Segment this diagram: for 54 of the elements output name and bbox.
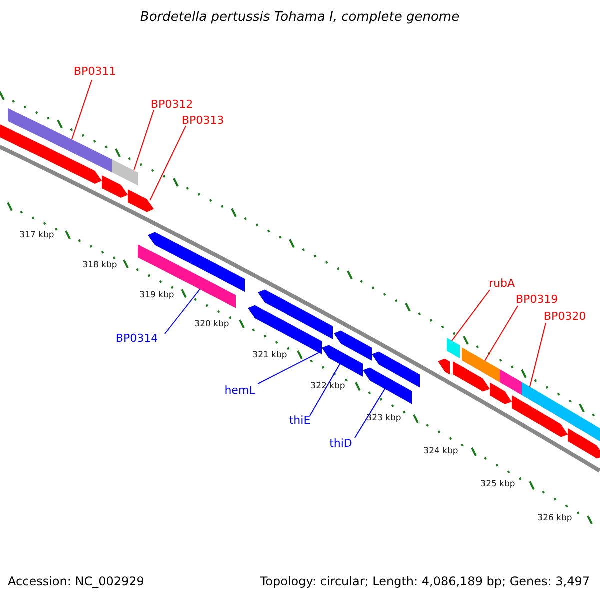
gene-label: BP0312 [150,98,194,112]
gene-feature-block [372,352,420,388]
gene-feature-block [512,396,568,438]
gene-feature-block [322,345,363,377]
gene-feature-block [522,382,600,444]
gene-label: BP0311 [74,66,116,78]
leader-line [164,289,200,334]
gene-feature-block [363,368,412,404]
scale-label: 322 kbp [310,382,346,392]
leader-line [452,290,490,342]
gene-label: hemL [224,384,256,398]
gene-feature-block [102,176,128,198]
gene-feature-block [258,290,333,340]
title: Bordetella pertussis Tohama I, complete genome [140,10,460,26]
gene-label: thiD [330,438,352,450]
scale-label: 325 kbp [480,480,516,490]
leader-line [530,322,546,388]
gene-feature-block [128,190,154,212]
gene-label: BP0314 [116,332,158,346]
gene-label: BP0313 [182,114,224,128]
gene-label: BP0319 [516,294,558,306]
scale-label: 320 kbp [194,320,230,330]
gene-feature-block [490,382,512,404]
gene-feature-block [462,348,500,382]
gene-feature-block [112,160,138,186]
scale-label: 319 kbp [140,291,174,301]
leader-line [484,306,518,362]
gene-label: BP0320 [544,310,586,324]
gene-feature-block [334,330,372,361]
gene-feature-block [8,108,112,172]
gene-feature-block [138,244,236,308]
genome-info-text: Topology: circular; Length: 4,086,189 bp; Genes: 3,497 [260,575,590,589]
gene-label: thiE [289,414,311,428]
gene-feature-block [500,370,522,396]
gene-label: rubA [489,278,515,290]
gene-feature-block [0,124,102,184]
gene-feature-block [568,428,600,459]
scale-label: 323 kbp [366,414,402,424]
leader-line [150,126,186,202]
scale-label: 326 kbp [538,514,572,524]
scale-label: 318 kbp [82,261,118,271]
leader-line [354,388,386,438]
gene-feature-block [447,338,460,358]
gene-feature-block [453,362,490,392]
gene-feature-block [438,358,450,375]
leader-line [72,80,92,140]
accession-text: Accession: NC_002929 [8,575,144,589]
scale-label: 321 kbp [252,351,288,361]
leader-line [134,110,154,172]
leader-line [258,352,320,384]
scale-label: 317 kbp [20,231,54,241]
leader-line [310,364,340,416]
scale-label: 324 kbp [424,447,458,457]
gene-feature-block [148,232,245,292]
